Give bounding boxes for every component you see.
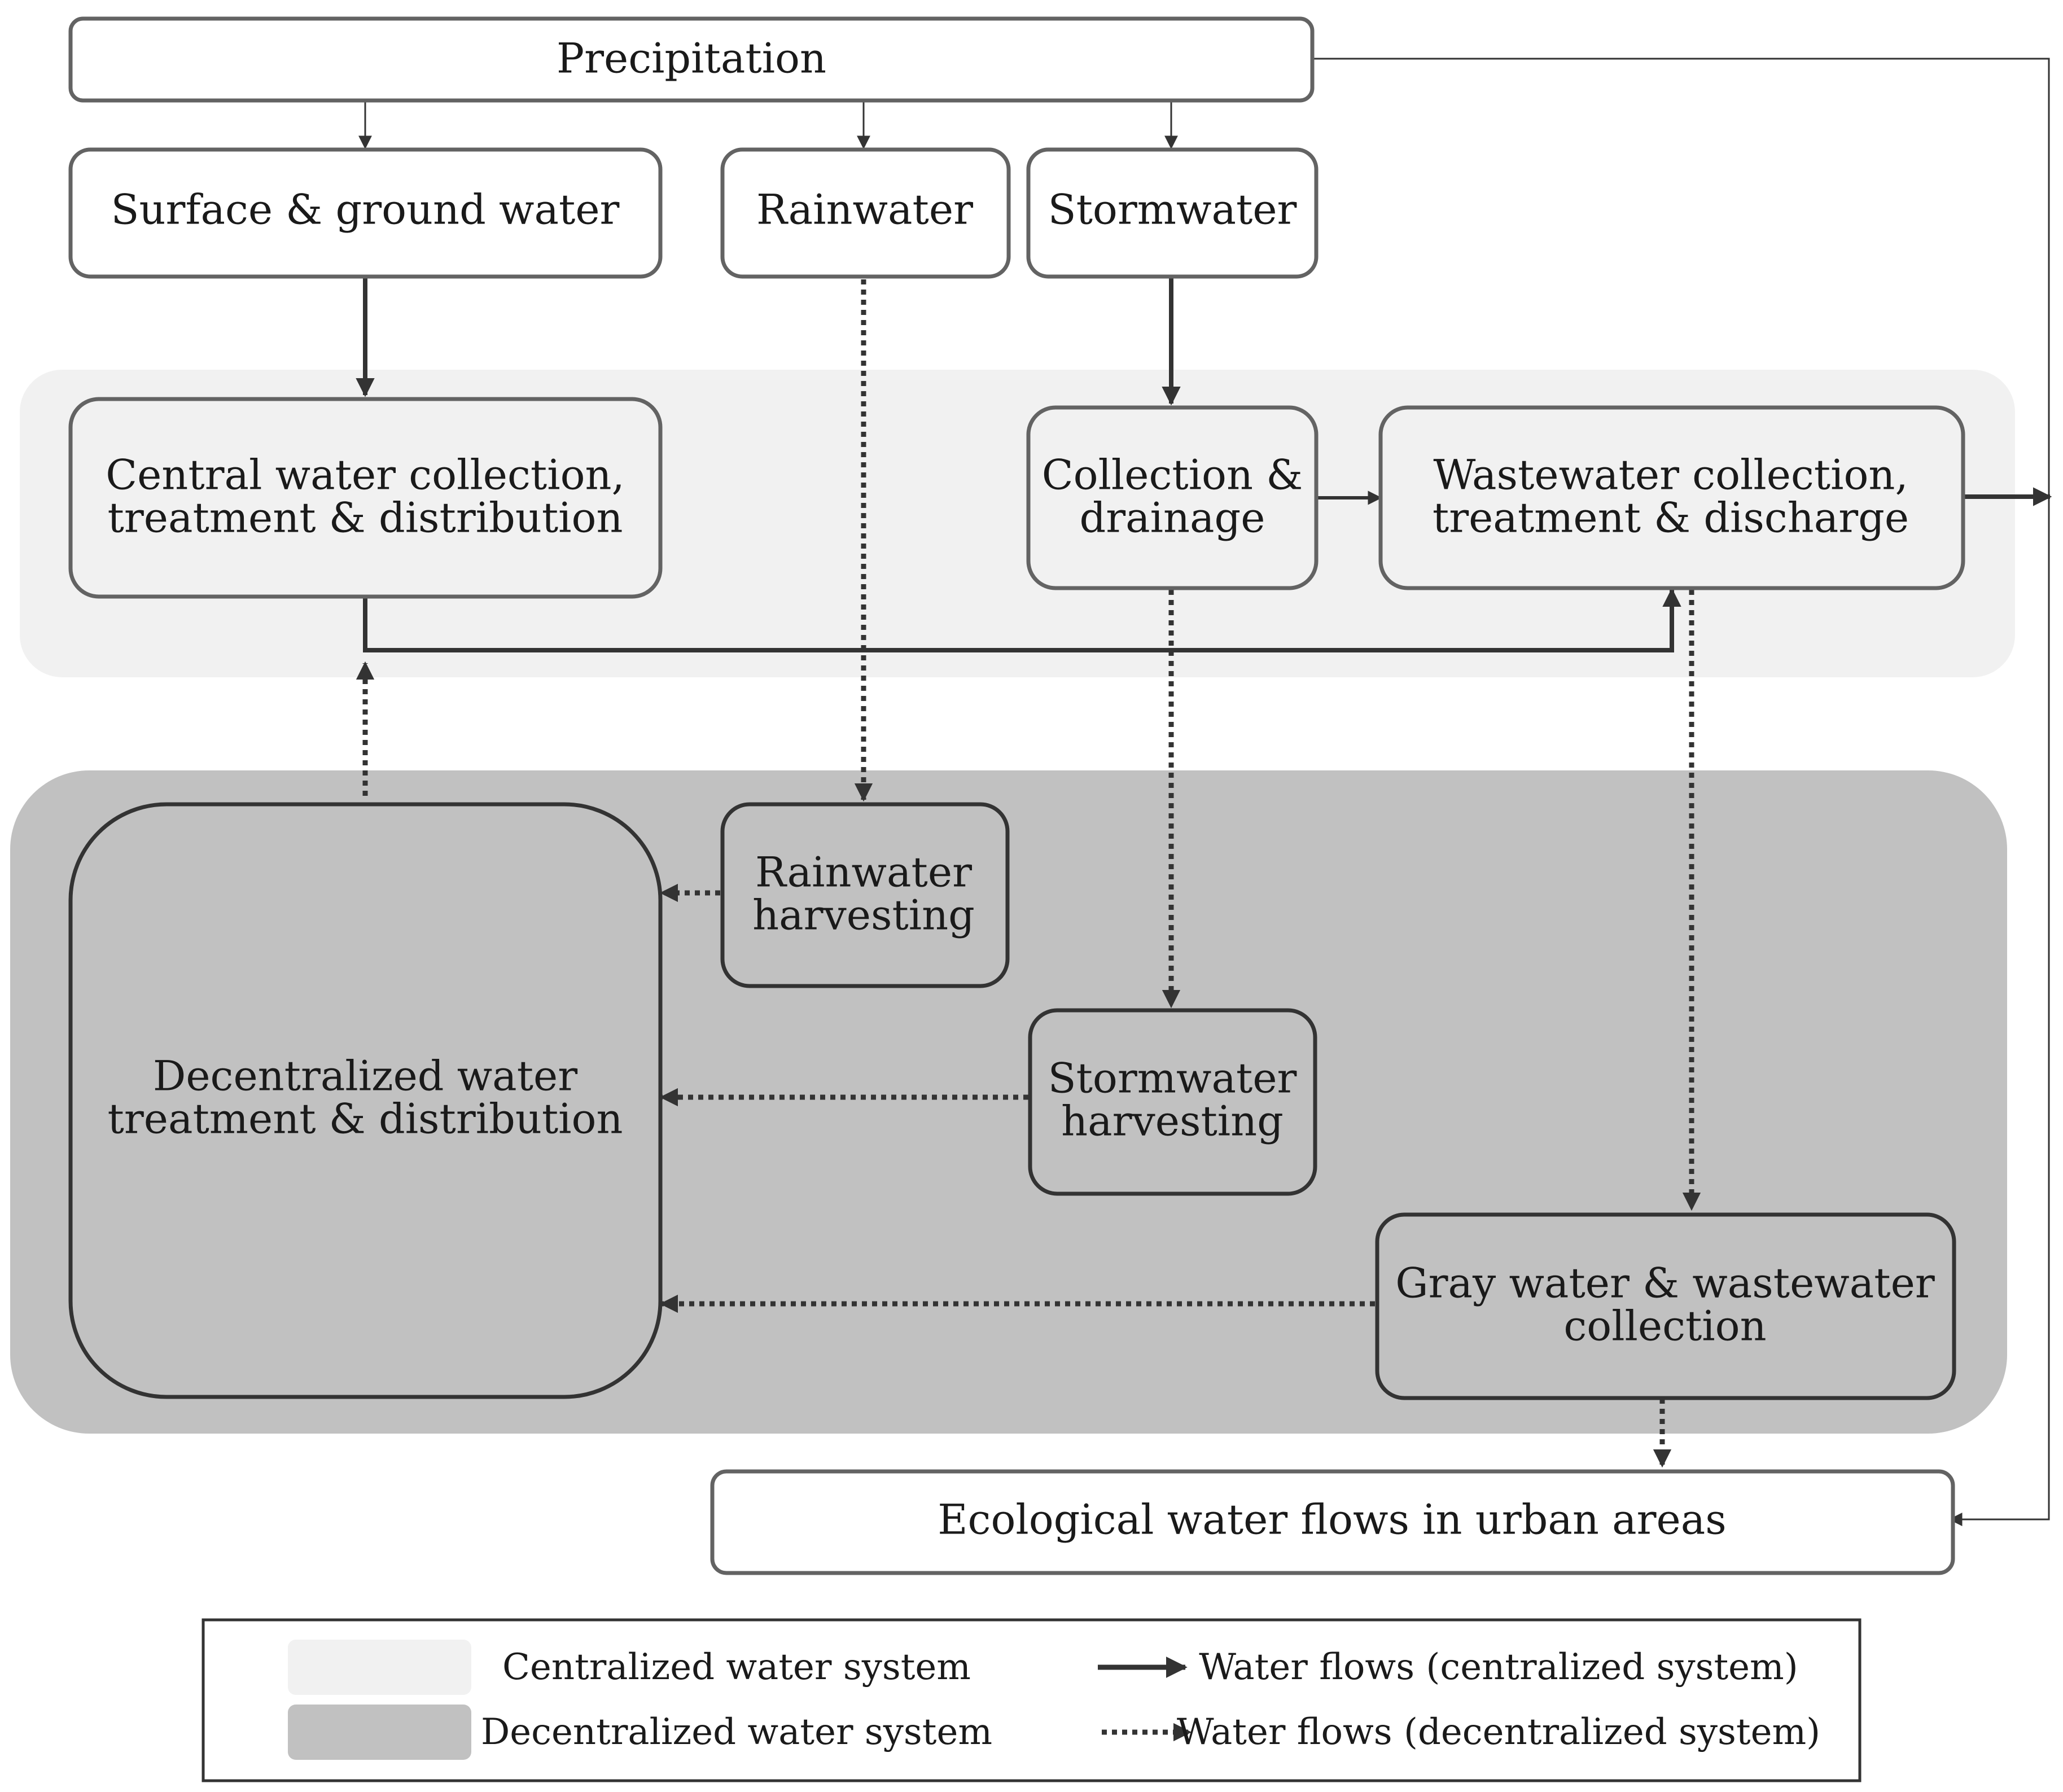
legend: Centralized water system Decentralized w… [202,1618,1861,1782]
svg-text:Central water collection,treat: Central water collection,treatment & dis… [106,452,625,542]
legend-frame [202,1618,1861,1782]
node-ecological-flows: Ecological water flows in urban areas [710,1469,1955,1575]
node-label-line: Collection & [1042,452,1303,500]
svg-text:Surface & ground water: Surface & ground water [111,186,620,234]
node-precipitation: Precipitation [68,16,1315,103]
node-label-line: Decentralized water [153,1053,577,1101]
svg-text:Wastewater collection,treatmen: Wastewater collection,treatment & discha… [1433,452,1909,542]
node-label-line: collection [1563,1303,1766,1351]
node-label-line: Stormwater [1048,186,1297,234]
node-label-line: Stormwater [1048,1055,1297,1103]
node-label-line: Rainwater [755,849,972,897]
node-label-line: Surface & ground water [111,186,620,234]
node-label-line: Rainwater [756,186,973,234]
legend-label-centralized-flows: Water flows (centralized system) [1199,1646,1798,1688]
svg-text:Precipitation: Precipitation [557,35,826,83]
legend-swatch-decentralized [288,1705,471,1760]
svg-text:Ecological water flows in urba: Ecological water flows in urban areas [938,1496,1726,1544]
node-label-line: treatment & discharge [1433,494,1909,542]
svg-text:Collection &drainage: Collection &drainage [1042,452,1303,542]
node-label-line: Central water collection, [106,452,625,500]
legend-label-centralized: Centralized water system [502,1646,971,1688]
node-central-water: Central water collection,treatment & dis… [68,397,663,599]
node-label-line: drainage [1080,494,1265,542]
flow-central-to-wastewater [363,588,1681,652]
node-rainwater: Rainwater [720,147,1011,279]
node-wastewater-collection: Wastewater collection,treatment & discha… [1378,405,1965,590]
node-surface-ground-water: Surface & ground water [68,147,663,279]
node-label-line: treatment & distribution [108,1096,623,1143]
node-label-line: Ecological water flows in urban areas [938,1496,1726,1544]
node-collection-drainage: Collection &drainage [1026,405,1319,590]
node-stormwater: Stormwater [1026,147,1319,279]
node-label-line: harvesting [752,892,975,940]
node-label-line: Wastewater collection, [1433,452,1908,500]
legend-label-decentralized: Decentralized water system [481,1711,992,1753]
node-label-line: treatment & distribution [108,494,623,542]
legend-swatch-centralized [288,1640,471,1695]
arrow-precip-to-ecological [1312,58,2050,1526]
svg-text:Rainwater: Rainwater [756,186,973,234]
node-label-line: Precipitation [557,35,826,83]
node-label-line: harvesting [1061,1098,1284,1146]
svg-text:Stormwater: Stormwater [1048,186,1297,234]
node-label-line: Gray water & wastewater [1395,1260,1935,1308]
legend-label-decentralized-flows: Water flows (decentralized system) [1177,1711,1820,1753]
